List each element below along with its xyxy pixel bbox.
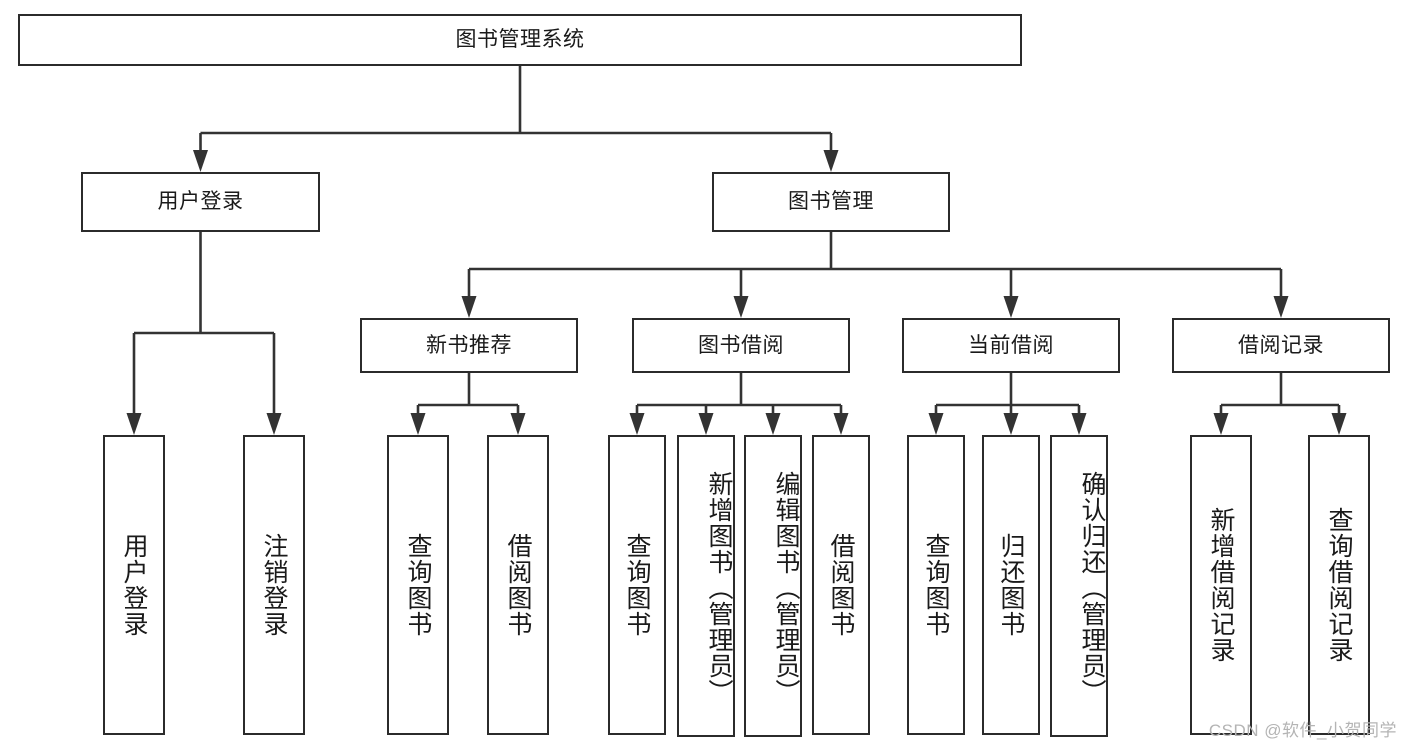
node-label: 借阅记录 (1238, 333, 1324, 357)
node-label: 图书借阅 (698, 333, 784, 357)
node-label: 查询图书 (922, 533, 950, 637)
arrow-head-icon (461, 296, 477, 318)
node-bookmgmt[interactable]: 图书管理 (712, 172, 950, 232)
arrow-head-icon (1003, 296, 1019, 318)
node-leaf-cur-3[interactable]: 确认归还（管理员） (1050, 435, 1108, 737)
node-newbook[interactable]: 新书推荐 (360, 318, 578, 373)
node-label: 借阅图书 (504, 533, 532, 637)
arrow-head-icon (193, 150, 208, 172)
node-label: 查询借阅记录 (1325, 507, 1353, 663)
arrow-head-icon (733, 296, 749, 318)
node-leaf-borrow-1[interactable]: 查询图书 (608, 435, 666, 735)
arrow-head-icon (928, 413, 944, 435)
node-records[interactable]: 借阅记录 (1172, 318, 1390, 373)
arrow-head-icon (410, 413, 426, 435)
node-label: 注销登录 (260, 533, 288, 637)
node-label: 当前借阅 (968, 333, 1054, 357)
node-borrow[interactable]: 图书借阅 (632, 318, 850, 373)
node-leaf-login-1[interactable]: 用户登录 (103, 435, 165, 735)
watermark: CSDN @软件_小贺同学 (1208, 721, 1397, 740)
node-root[interactable]: 图书管理系统 (18, 14, 1022, 66)
node-label: 新增图书（管理员） (705, 471, 733, 705)
node-leaf-borrow-4[interactable]: 借阅图书 (812, 435, 870, 735)
arrow-head-icon (833, 413, 849, 435)
node-label: 编辑图书（管理员） (772, 471, 800, 705)
node-label: 新增借阅记录 (1207, 507, 1235, 663)
arrow-head-icon (823, 150, 839, 172)
node-label: 查询图书 (404, 533, 432, 637)
node-current[interactable]: 当前借阅 (902, 318, 1120, 373)
node-label: 确认归还（管理员） (1078, 471, 1106, 705)
arrow-head-icon (510, 413, 526, 435)
node-leaf-login-2[interactable]: 注销登录 (243, 435, 305, 735)
node-leaf-borrow-3[interactable]: 编辑图书（管理员） (744, 435, 802, 737)
arrow-head-icon (765, 413, 781, 435)
node-leaf-rec-2[interactable]: 查询借阅记录 (1308, 435, 1370, 735)
node-leaf-rec-1[interactable]: 新增借阅记录 (1190, 435, 1252, 735)
arrow-head-icon (266, 413, 282, 435)
node-leaf-new-1[interactable]: 查询图书 (387, 435, 449, 735)
node-leaf-borrow-2[interactable]: 新增图书（管理员） (677, 435, 735, 737)
node-leaf-cur-1[interactable]: 查询图书 (907, 435, 965, 735)
node-leaf-cur-2[interactable]: 归还图书 (982, 435, 1040, 735)
node-login[interactable]: 用户登录 (81, 172, 320, 232)
arrow-head-icon (1331, 413, 1347, 435)
arrow-head-icon (1273, 296, 1289, 318)
arrow-head-icon (1213, 413, 1229, 435)
node-leaf-new-2[interactable]: 借阅图书 (487, 435, 549, 735)
arrow-head-icon (126, 413, 142, 435)
node-label: 查询图书 (623, 533, 651, 637)
arrow-head-icon (629, 413, 645, 435)
node-label: 归还图书 (997, 533, 1025, 637)
node-label: 图书管理 (788, 190, 874, 214)
arrow-head-icon (698, 413, 714, 435)
node-label: 图书管理系统 (455, 28, 585, 52)
node-label: 用户登录 (157, 190, 244, 214)
arrow-head-icon (1003, 413, 1019, 435)
arrow-head-icon (1071, 413, 1087, 435)
node-label: 用户登录 (120, 533, 148, 637)
node-label: 新书推荐 (426, 333, 512, 357)
node-label: 借阅图书 (827, 533, 855, 637)
